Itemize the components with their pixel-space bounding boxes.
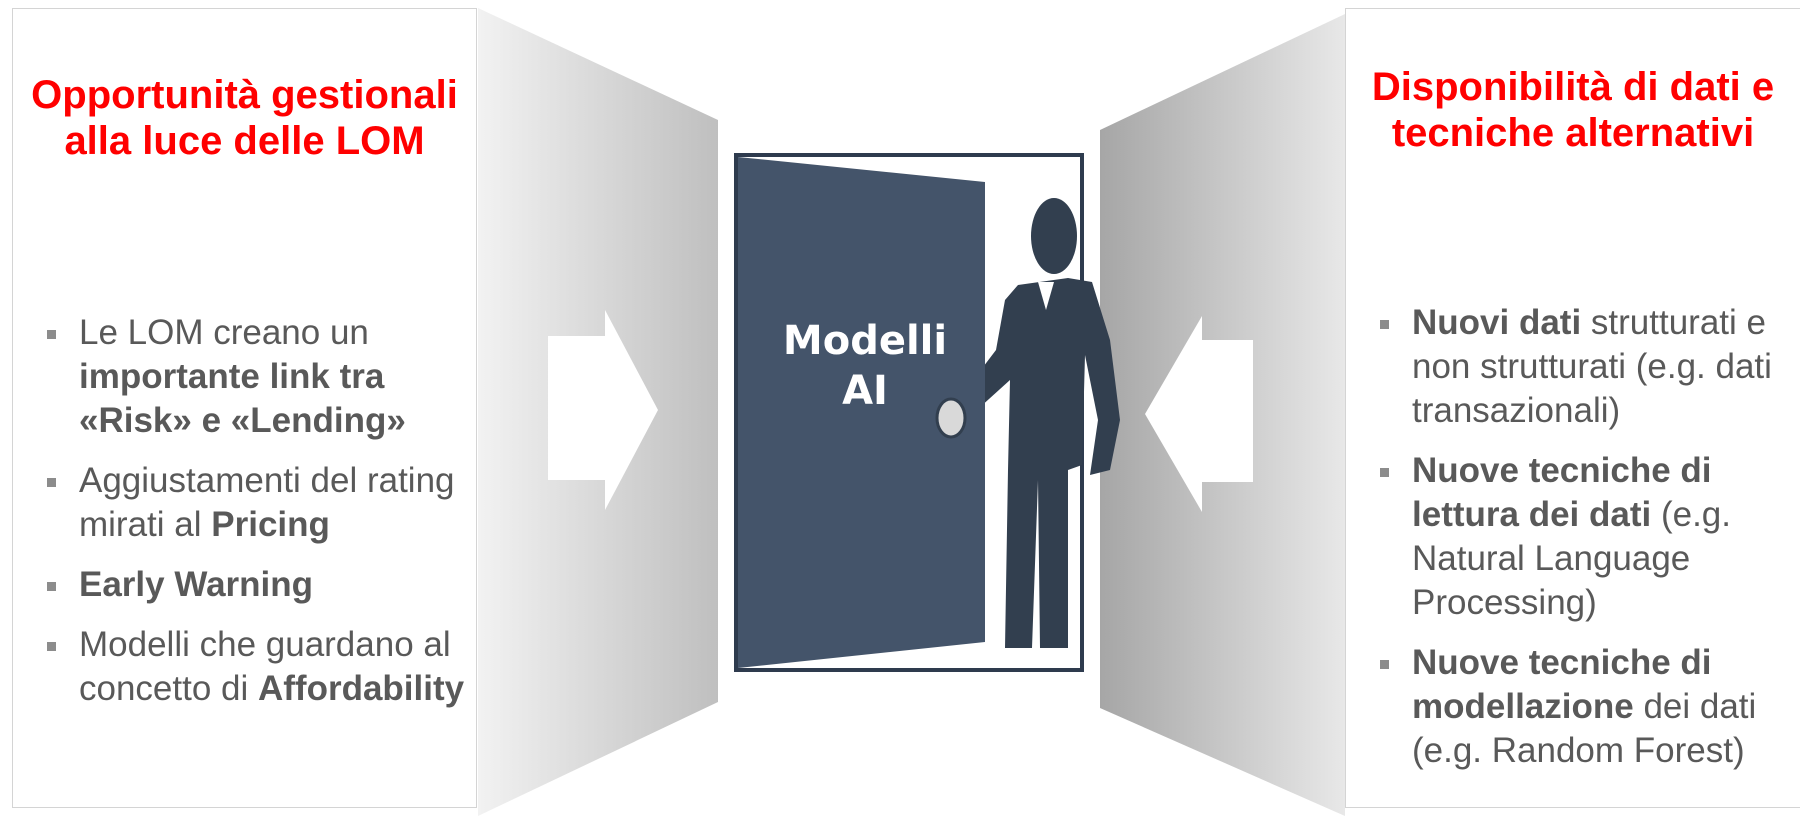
- bullet-bold-text: Early Warning: [79, 565, 314, 604]
- bullet-item: Aggiustamenti del rating mirati al Prici…: [33, 459, 466, 547]
- bullet-item: Early Warning: [33, 563, 466, 607]
- bullet-bold-text: Affordability: [258, 669, 465, 708]
- bullet-item: Nuove tecniche di lettura dei dati (e.g.…: [1366, 449, 1796, 625]
- bullet-square-icon: [1380, 660, 1389, 669]
- right-panel: Disponibilità di dati e tecniche alterna…: [1345, 8, 1800, 808]
- bullet-square-icon: [47, 330, 56, 339]
- businessman-icon: [952, 198, 1120, 648]
- bullet-bold-text: Nuove tecniche di modellazione: [1412, 643, 1712, 726]
- bullet-bold-text: importante link tra «Risk» e «Lending»: [79, 357, 406, 440]
- door-knob-icon: [935, 397, 967, 439]
- bullet-square-icon: [1380, 468, 1389, 477]
- shirt-collar: [1038, 282, 1054, 310]
- bullet-square-icon: [47, 582, 56, 591]
- bullet-text: (e.g. Natural Language Processing): [1412, 495, 1731, 622]
- right-panel-title: Disponibilità di dati e tecniche alterna…: [1371, 65, 1775, 155]
- door-label: Modelli AI: [782, 318, 948, 414]
- bullet-item: Nuove tecniche di modellazione dei dati …: [1366, 641, 1796, 773]
- bullet-text: dei dati (e.g. Random Forest): [1412, 687, 1757, 770]
- bullet-item: Nuovi dati strutturati e non strutturati…: [1366, 301, 1796, 433]
- bullet-text: strutturati e non strutturati (e.g. dati…: [1412, 303, 1772, 430]
- bullet-bold-text: Nuovi dati: [1412, 303, 1582, 342]
- left-bullet-list: Le LOM creano un importante link tra «Ri…: [33, 311, 466, 727]
- right-arrow-icon: [548, 310, 658, 510]
- open-door-icon: [738, 157, 985, 668]
- bullet-item: Modelli che guardano al concetto di Affo…: [33, 623, 466, 711]
- bullet-text: Modelli che guardano al concetto di: [79, 625, 451, 708]
- left-arrow-icon: [1145, 316, 1253, 512]
- bullet-bold-text: Pricing: [211, 505, 330, 544]
- left-panel-title: Opportunità gestionali alla luce delle L…: [31, 73, 458, 163]
- bullet-item: Le LOM creano un importante link tra «Ri…: [33, 311, 466, 443]
- bullet-square-icon: [47, 478, 56, 487]
- bullet-text: Le LOM creano un: [79, 313, 369, 352]
- bullet-square-icon: [47, 642, 56, 651]
- bullet-square-icon: [1380, 320, 1389, 329]
- bullet-text: Aggiustamenti del rating mirati al: [79, 461, 455, 544]
- right-bullet-list: Nuovi dati strutturati e non strutturati…: [1366, 301, 1796, 789]
- left-panel: Opportunità gestionali alla luce delle L…: [12, 8, 477, 808]
- bullet-bold-text: Nuove tecniche di lettura dei dati: [1412, 451, 1712, 534]
